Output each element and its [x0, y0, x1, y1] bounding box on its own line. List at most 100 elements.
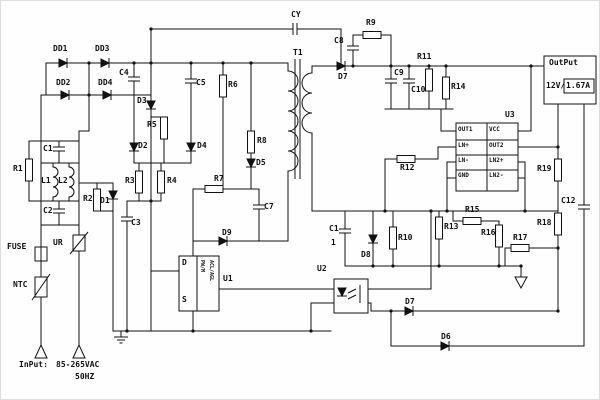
diode-d9 — [218, 235, 228, 247]
varistor-ur-symbol — [69, 231, 89, 255]
label-u3-pin-ln2m: LN2- — [489, 172, 504, 179]
capacitor-c8 — [346, 45, 360, 51]
ground-icon-primary — [113, 330, 129, 344]
resistor-r8 — [247, 130, 255, 154]
u2-box — [333, 278, 369, 314]
u3-box — [455, 122, 519, 192]
label-d4: D4 — [197, 141, 207, 150]
resistor-r4 — [157, 170, 165, 194]
choke-l2-symbol — [68, 166, 75, 198]
label-l2: L2 — [58, 176, 68, 185]
u1-box — [178, 255, 220, 312]
label-u3-pin-ln2p: LN2+ — [489, 157, 504, 164]
label-u3: U3 — [505, 110, 515, 119]
label-u1-pin-s: S — [182, 295, 187, 304]
output-title: OutPut — [549, 58, 578, 67]
label-ntc: NTC — [13, 280, 28, 289]
diode-d8 — [367, 234, 379, 244]
output-voltage: 12V/ — [546, 81, 566, 90]
capacitor-c12 — [577, 204, 591, 210]
label-u1-marking-2: ACL/AGL — [208, 260, 214, 282]
label-r11: R11 — [417, 52, 432, 61]
resistor-r1 — [25, 158, 33, 182]
label-r14: R14 — [451, 82, 466, 91]
diode-dd2 — [60, 89, 70, 101]
capacitor-c2 — [52, 208, 66, 214]
diode-dd3 — [100, 57, 110, 69]
label-r2: R2 — [83, 194, 93, 203]
label-r12: R12 — [400, 163, 415, 172]
label-u3-pin-lnm: LN- — [458, 157, 469, 164]
diode-d5 — [245, 158, 257, 168]
label-u3-pin-vcc: VCC — [489, 126, 500, 133]
label-r10: R10 — [398, 233, 413, 242]
capacitor-cy — [292, 22, 298, 36]
label-d8: D8 — [361, 250, 371, 259]
label-c8: C8 — [334, 36, 344, 45]
output-current: 1.67A — [566, 81, 591, 90]
label-r8: R8 — [257, 136, 267, 145]
input-voltage: 85-265VAC — [56, 360, 100, 369]
diode-d4 — [185, 142, 197, 152]
label-c1b: C1 — [329, 224, 339, 233]
junction-dots — [87, 27, 560, 333]
label-c7: C7 — [264, 202, 274, 211]
label-u1: U1 — [223, 274, 233, 283]
resistor-r16 — [495, 224, 503, 248]
resistor-r9 — [362, 31, 382, 39]
label-c1b-sub: 1 — [331, 238, 336, 247]
capacitor-c1 — [52, 146, 66, 152]
label-u3-pin-lnp: LN+ — [458, 142, 469, 149]
resistor-r10 — [389, 226, 397, 250]
label-r15: R15 — [465, 205, 480, 214]
fuse-symbol — [34, 246, 48, 262]
label-dd3: DD3 — [95, 44, 110, 53]
label-r3: R3 — [125, 176, 135, 185]
resistor-r19 — [554, 158, 562, 182]
label-t1: T1 — [293, 48, 303, 57]
label-c4: C4 — [119, 68, 129, 77]
diode-d6 — [440, 340, 450, 352]
capacitor-c1b — [338, 228, 352, 234]
diode-dd4 — [102, 89, 112, 101]
label-c2: C2 — [43, 206, 53, 215]
capacitor-c4 — [127, 76, 141, 82]
label-r17: R17 — [513, 233, 528, 242]
transformer-t1-symbol — [287, 59, 313, 179]
label-dd4: DD4 — [98, 78, 113, 87]
resistor-r3 — [135, 170, 143, 194]
label-c9: C9 — [394, 68, 404, 77]
choke-l1-symbol — [52, 166, 59, 198]
label-d7-feedback: D7 — [405, 297, 415, 306]
label-dd1: DD1 — [53, 44, 68, 53]
label-r19: R19 — [537, 164, 552, 173]
diode-d3 — [145, 100, 157, 110]
input-terminal-icons — [34, 343, 86, 359]
label-u3-pin-out2: OUT2 — [489, 142, 504, 149]
u2-optocoupler-symbol — [347, 285, 361, 303]
label-u2: U2 — [317, 264, 327, 273]
label-c3: C3 — [131, 218, 141, 227]
label-d6: D6 — [441, 332, 451, 341]
label-l1: L1 — [41, 176, 51, 185]
resistor-r17 — [510, 244, 530, 252]
label-r5: R5 — [147, 120, 157, 129]
label-u3-pin-out1: OUT1 — [458, 126, 473, 133]
resistor-r5 — [160, 116, 168, 140]
label-r9: R9 — [366, 18, 376, 27]
label-fuse: FUSE — [7, 242, 27, 251]
label-u1-pin-d: D — [182, 258, 187, 267]
resistor-r18 — [554, 212, 562, 236]
resistor-r14 — [442, 76, 450, 100]
label-r7: R7 — [214, 174, 224, 183]
input-frequency: 50HZ — [75, 372, 95, 381]
label-d3: D3 — [137, 96, 147, 105]
resistor-r6 — [219, 74, 227, 98]
capacitor-c10 — [402, 78, 416, 84]
label-d1: D1 — [100, 196, 110, 205]
label-r6: R6 — [228, 80, 238, 89]
resistor-r7 — [204, 185, 224, 193]
label-r1: R1 — [13, 164, 23, 173]
label-d2: D2 — [138, 141, 148, 150]
